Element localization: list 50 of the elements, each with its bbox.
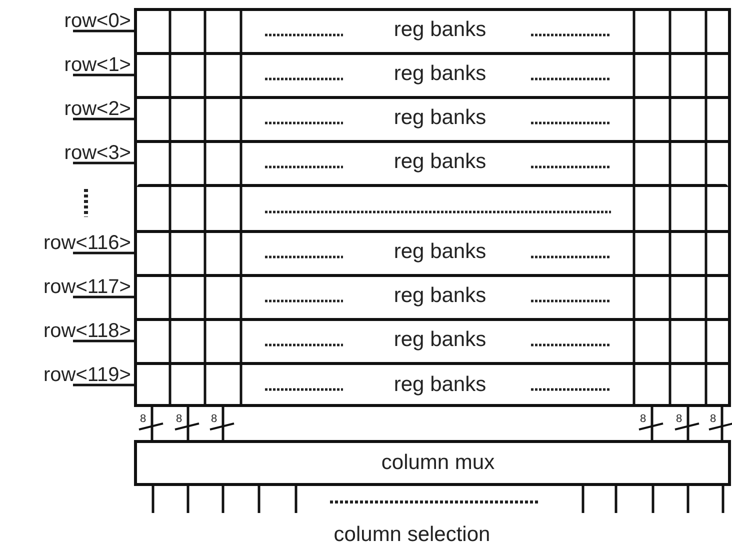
row-label: row<118> xyxy=(44,321,131,340)
row-label: row<0> xyxy=(64,11,131,30)
edge-label: 8 xyxy=(176,414,182,424)
bus-line xyxy=(686,407,690,440)
bus-line xyxy=(720,407,724,440)
bus-line xyxy=(222,407,224,440)
row-text: reg banks xyxy=(394,107,486,128)
select-line xyxy=(582,486,584,513)
row-text: reg banks xyxy=(394,285,486,306)
edge-label: 8 xyxy=(140,414,146,424)
register-array xyxy=(134,8,731,407)
row-text: reg banks xyxy=(394,151,486,172)
bus-line xyxy=(150,407,154,440)
select-line xyxy=(258,486,260,513)
block-text: column mux xyxy=(381,452,495,473)
select-line xyxy=(152,486,154,513)
edge-label: 8 xyxy=(640,414,646,424)
leader-line xyxy=(73,252,137,254)
row-label: row<116> xyxy=(44,233,131,252)
row-text: reg banks xyxy=(394,63,486,84)
row-text: reg banks xyxy=(394,329,486,350)
leader-line xyxy=(73,118,137,120)
bus-line xyxy=(650,407,654,440)
select-line xyxy=(722,486,724,513)
bus-line xyxy=(186,407,190,440)
leader-line xyxy=(73,74,137,76)
caption-text: column selection xyxy=(334,524,490,545)
row-text: reg banks xyxy=(394,374,486,394)
leader-line xyxy=(73,162,137,164)
multiplexer-block xyxy=(134,440,731,486)
row-label: row<3> xyxy=(64,143,131,162)
row-label: row<2> xyxy=(64,99,131,118)
select-line xyxy=(686,486,690,513)
select-line xyxy=(222,486,224,513)
edge-label: 8 xyxy=(676,414,682,424)
row-label: row<119> xyxy=(44,365,131,384)
select-line xyxy=(294,486,298,513)
select-line xyxy=(614,486,618,513)
edge-label: 8 xyxy=(710,414,716,424)
edge-label: 8 xyxy=(211,414,218,424)
row-label: row<1> xyxy=(64,55,131,74)
row-text: reg banks xyxy=(394,19,486,40)
leader-line xyxy=(73,296,137,298)
leader-line xyxy=(73,30,137,32)
select-line xyxy=(186,486,190,513)
leader-line xyxy=(73,384,137,386)
row-label: row<117> xyxy=(44,277,131,296)
row-text: reg banks xyxy=(394,241,486,262)
select-line xyxy=(652,486,654,513)
leader-line xyxy=(73,340,137,342)
